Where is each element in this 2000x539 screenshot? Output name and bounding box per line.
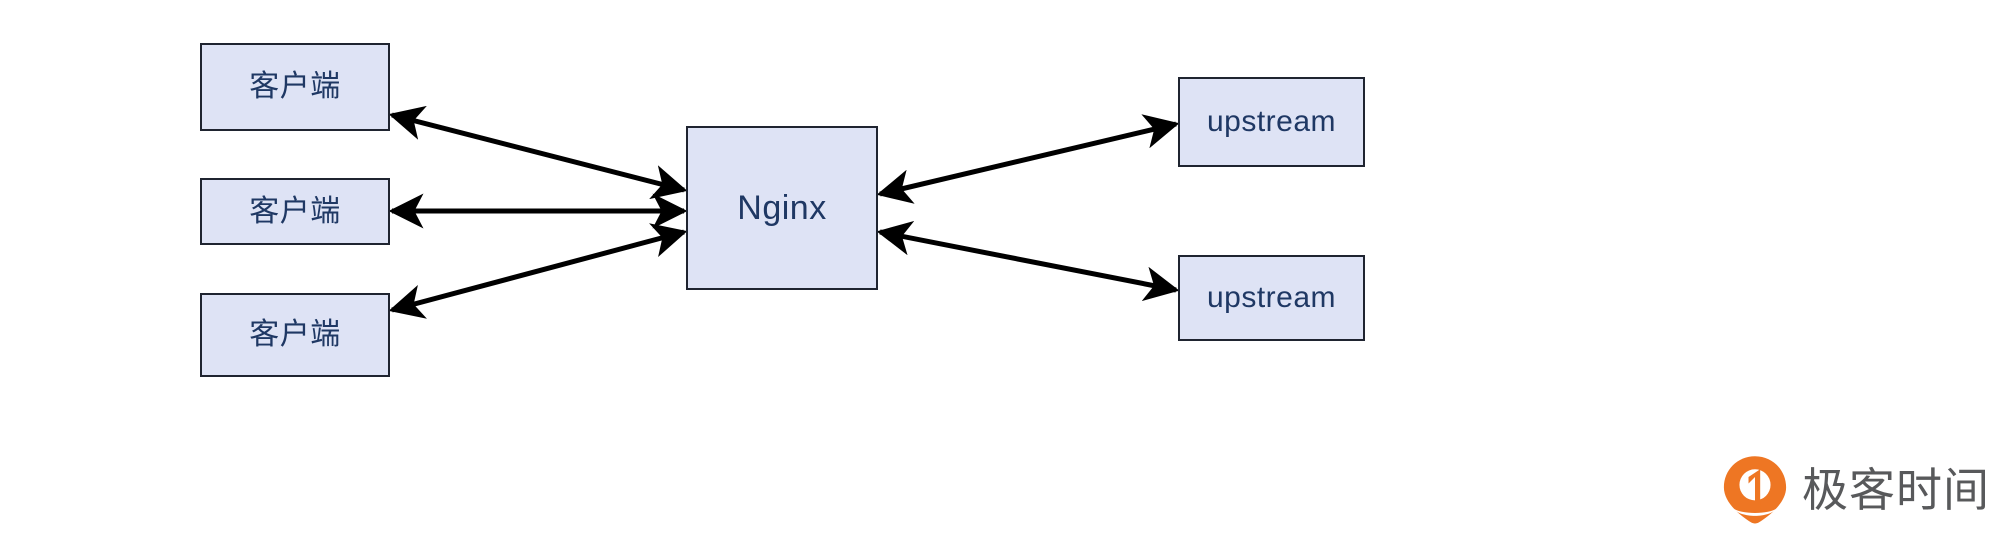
node-upstream-1-label: upstream: [1206, 105, 1337, 138]
edge-nginx-upstream2: [876, 220, 1180, 302]
node-client-3[interactable]: 客户端: [200, 293, 390, 377]
node-client-1[interactable]: 客户端: [200, 43, 390, 131]
node-client-1-label: 客户端: [249, 70, 341, 103]
node-upstream-1[interactable]: upstream: [1178, 77, 1365, 167]
node-nginx[interactable]: Nginx: [686, 126, 878, 290]
node-nginx-label: Nginx: [737, 189, 827, 227]
node-client-2[interactable]: 客户端: [200, 178, 390, 245]
node-upstream-2[interactable]: upstream: [1178, 255, 1365, 341]
geektime-watermark: 极客时间: [1722, 452, 1990, 528]
edge-client3-nginx: [388, 223, 688, 319]
geektime-wordmark: 极客时间: [1802, 464, 1990, 516]
node-client-3-label: 客户端: [249, 318, 341, 351]
node-upstream-2-label: upstream: [1206, 281, 1337, 314]
node-client-2-label: 客户端: [249, 194, 341, 228]
edge-nginx-upstream1: [876, 114, 1180, 204]
edge-client1-nginx: [388, 105, 688, 200]
geektime-pin-icon: [1723, 456, 1787, 524]
